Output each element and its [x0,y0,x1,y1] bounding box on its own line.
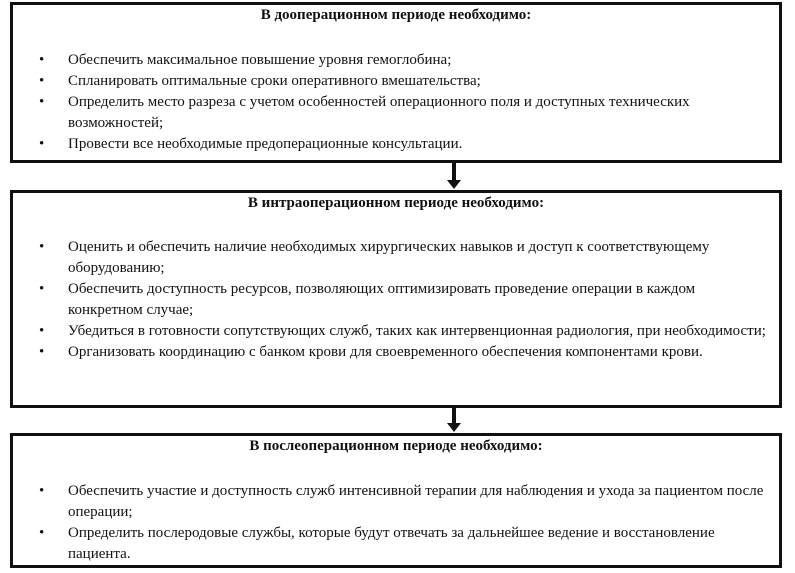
bullet-icon: • [39,281,45,297]
list-item: •Провести все необходимые предоперационн… [13,134,779,155]
bullet-icon: • [39,52,45,68]
bullet-icon: • [39,136,45,152]
list-item: •Убедиться в готовности сопутствующих сл… [13,321,779,342]
preoperative-list: •Обеспечить максимальное повышение уровн… [13,50,779,155]
bullet-icon: • [39,525,45,541]
list-item: •Определить место разреза с учетом особе… [39,94,690,131]
postoperative-box: В послеоперационном периоде необходимо: … [10,433,782,568]
bullet-icon: • [39,73,45,89]
list-item: •Обеспечить участие и доступность служб … [39,483,764,520]
postoperative-title: В послеоперационном периоде необходимо: [249,438,543,454]
bullet-icon: • [39,239,45,255]
postoperative-list: •Обеспечить участие и доступность служб … [13,481,779,565]
bullet-icon: • [39,94,45,110]
intraoperative-list: •Оценить и обеспечить наличие необходимы… [13,237,779,363]
list-item: •Спланировать оптимальные сроки оператив… [13,71,779,92]
preoperative-title: В дооперационном периоде необходимо: [260,7,532,23]
list-item: •Обеспечить доступность ресурсов, позвол… [39,281,696,318]
bullet-icon: • [39,323,45,339]
intraoperative-box: В интраоперационном периоде необходимо: … [10,190,782,408]
flow-arrow-down-icon [447,408,461,433]
list-item: •Определить послеродовые службы, которые… [39,525,715,562]
bullet-icon: • [39,483,45,499]
list-item: •Обеспечить максимальное повышение уровн… [13,50,779,71]
list-item: •Организовать координацию с банком крови… [13,342,779,363]
flow-arrow-down-icon [447,163,461,190]
list-item: •Оценить и обеспечить наличие необходимы… [39,239,710,276]
intraoperative-title: В интраоперационном периоде необходимо: [247,195,545,211]
bullet-icon: • [39,344,45,360]
preoperative-box: В дооперационном периоде необходимо: •Об… [10,2,782,163]
